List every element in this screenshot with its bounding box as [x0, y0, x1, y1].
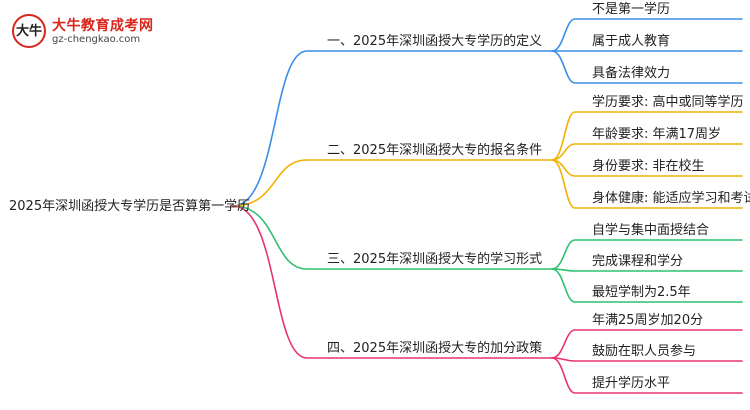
- site-logo[interactable]: 大牛 大牛教育成考网 gz-chengkao.com: [12, 10, 182, 56]
- child-link-2-1: [551, 111, 743, 161]
- child-label-1-1: 不是第一学历: [592, 2, 671, 17]
- child-link-4-1: [551, 329, 743, 359]
- child-link-2-2: [551, 143, 743, 161]
- child-link-3-1: [551, 239, 743, 270]
- logo-url: gz-chengkao.com: [52, 34, 141, 45]
- child-link-2-4: [551, 159, 743, 209]
- child-link-4-3: [551, 357, 743, 394]
- branch-link-3: [232, 205, 553, 270]
- branch-link-2: [232, 159, 553, 207]
- branch-label-4: 四、2025年深圳函授大专的加分政策: [327, 341, 543, 356]
- child-label-1-2: 属于成人教育: [592, 34, 671, 49]
- branch-label-3: 三、2025年深圳函授大专的学习形式: [327, 252, 543, 267]
- child-label-1-3: 具备法律效力: [592, 66, 671, 81]
- child-label-3-1: 自学与集中面授结合: [592, 223, 710, 238]
- child-label-4-3: 提升学历水平: [592, 376, 671, 391]
- branch-label-1: 一、2025年深圳函授大专学历的定义: [327, 34, 543, 49]
- child-label-2-4: 身体健康: 能适应学习和考试: [592, 191, 750, 206]
- branch-link-4: [232, 205, 553, 359]
- child-label-4-2: 鼓励在职人员参与: [592, 344, 697, 359]
- child-link-1-3: [551, 50, 743, 84]
- child-label-2-3: 身份要求: 非在校生: [592, 159, 705, 174]
- child-label-3-3: 最短学制为2.5年: [592, 285, 691, 300]
- child-link-1-1: [551, 18, 743, 52]
- child-label-2-2: 年龄要求: 年满17周岁: [592, 127, 722, 142]
- root-node: 2025年深圳函授大专学历是否算第一学历: [9, 199, 251, 214]
- child-label-4-1: 年满25周岁加20分: [592, 313, 704, 328]
- child-label-2-1: 学历要求: 高中或同等学历: [592, 95, 744, 110]
- branch-label-2: 二、2025年深圳函授大专的报名条件: [327, 143, 543, 158]
- logo-badge-icon: 大牛: [12, 14, 46, 48]
- child-link-3-3: [551, 268, 743, 303]
- child-label-3-2: 完成课程和学分: [592, 254, 684, 269]
- branch-link-1: [232, 50, 553, 207]
- logo-title: 大牛教育成考网: [52, 18, 154, 34]
